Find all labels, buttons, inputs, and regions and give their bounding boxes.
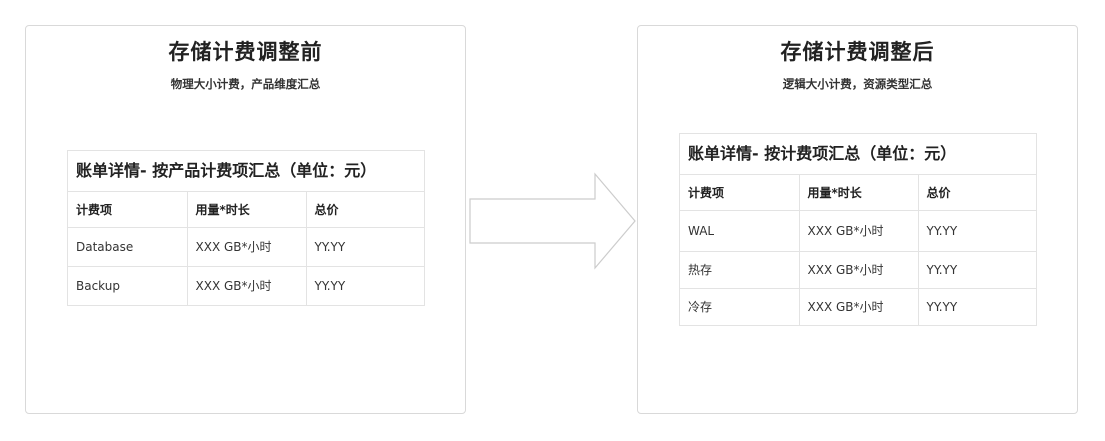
column-header-item: 计费项	[680, 175, 800, 211]
table-row: Backup XXX GB*小时 YY.YY	[68, 266, 424, 305]
cell-item: 冷存	[680, 288, 800, 325]
cell-price: YY.YY	[918, 210, 1036, 252]
after-bill-table: 计费项 用量*时长 总价 WAL XXX GB*小时 YY.YY 热存 XXX …	[680, 175, 1036, 325]
cell-usage: XXX GB*小时	[187, 266, 307, 305]
after-title: 存储计费调整后	[780, 40, 935, 64]
table-row: WAL XXX GB*小时 YY.YY	[680, 210, 1036, 252]
cell-item: 热存	[680, 251, 800, 289]
cell-usage: XXX GB*小时	[799, 251, 919, 289]
column-header-price: 总价	[306, 192, 424, 228]
column-header-item: 计费项	[68, 192, 188, 228]
table-row: 冷存 XXX GB*小时 YY.YY	[680, 288, 1036, 325]
cell-usage: XXX GB*小时	[187, 227, 307, 267]
cell-usage: XXX GB*小时	[799, 210, 919, 252]
cell-item: Backup	[68, 266, 188, 305]
cell-price: YY.YY	[918, 251, 1036, 289]
before-bill-table: 计费项 用量*时长 总价 Database XXX GB*小时 YY.YY Ba…	[68, 192, 424, 305]
table-header-row: 计费项 用量*时长 总价	[68, 192, 424, 228]
before-subtitle: 物理大小计费，产品维度汇总	[170, 77, 321, 91]
before-title: 存储计费调整前	[168, 40, 323, 64]
before-bill-card: 账单详情- 按产品计费项汇总（单位：元） 计费项 用量*时长 总价 Databa…	[67, 150, 425, 306]
table-row: Database XXX GB*小时 YY.YY	[68, 227, 424, 267]
column-header-usage: 用量*时长	[187, 192, 307, 228]
cell-price: YY.YY	[306, 227, 424, 267]
cell-usage: XXX GB*小时	[799, 288, 919, 325]
table-header-row: 计费项 用量*时长 总价	[680, 175, 1036, 211]
column-header-usage: 用量*时长	[799, 175, 919, 211]
before-bill-title: 账单详情- 按产品计费项汇总（单位：元）	[68, 151, 424, 192]
table-row: 热存 XXX GB*小时 YY.YY	[680, 251, 1036, 289]
after-panel: 存储计费调整后 逻辑大小计费，资源类型汇总 账单详情- 按计费项汇总（单位：元）…	[637, 25, 1078, 414]
before-panel: 存储计费调整前 物理大小计费，产品维度汇总 账单详情- 按产品计费项汇总（单位：…	[25, 25, 466, 414]
after-bill-card: 账单详情- 按计费项汇总（单位：元） 计费项 用量*时长 总价 WAL XXX …	[679, 133, 1037, 326]
after-subtitle: 逻辑大小计费，资源类型汇总	[782, 77, 933, 91]
column-header-price: 总价	[918, 175, 1036, 211]
after-bill-title: 账单详情- 按计费项汇总（单位：元）	[680, 134, 1036, 175]
cell-price: YY.YY	[314, 278, 346, 293]
right-arrow-icon	[469, 172, 636, 270]
cell-price: YY.YY	[926, 299, 958, 314]
cell-item: WAL	[680, 210, 800, 252]
cell-item: Database	[68, 227, 188, 267]
